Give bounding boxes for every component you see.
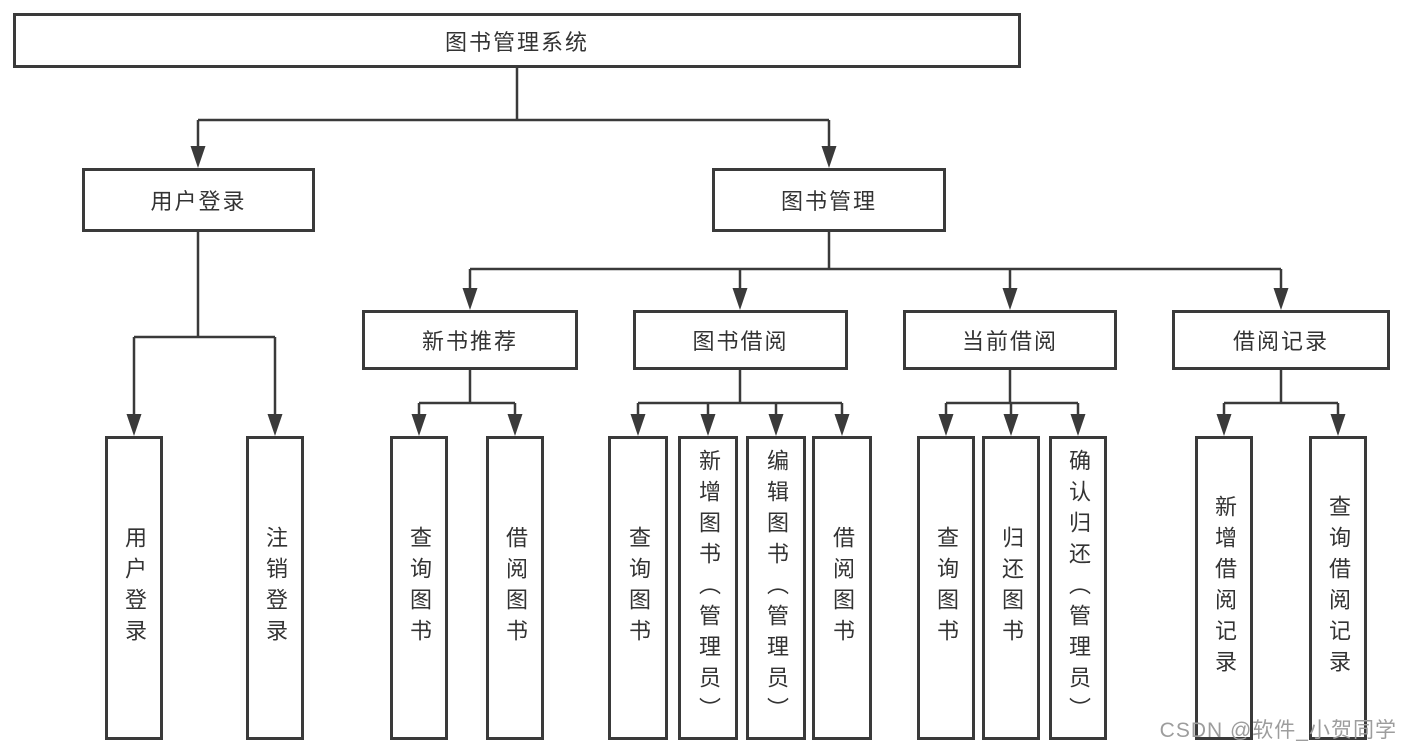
node-library-management-system: 图书管理系统 [13, 13, 1021, 68]
leaf-query-books-borrowing: 查询图书 [608, 436, 668, 740]
leaf-user-login: 用户登录 [105, 436, 163, 740]
connector-segments [132, 68, 1340, 419]
node-book-borrowing: 图书借阅 [633, 310, 848, 370]
leaf-query-books-recommend: 查询图书 [390, 436, 448, 740]
leaf-logout: 注销登录 [246, 436, 304, 740]
leaf-edit-book-admin: 编辑图书（管理员） [746, 436, 806, 740]
node-new-book-recommend: 新书推荐 [362, 310, 578, 370]
node-borrow-records: 借阅记录 [1172, 310, 1390, 370]
leaf-borrow-books-borrowing: 借阅图书 [812, 436, 872, 740]
arrowhead-icons [126, 146, 1346, 436]
leaf-borrow-books-recommend: 借阅图书 [486, 436, 544, 740]
csdn-watermark: CSDN @软件_小贺同学 [1159, 719, 1397, 742]
leaf-add-book-admin: 新增图书（管理员） [678, 436, 738, 740]
node-book-management: 图书管理 [712, 168, 946, 232]
leaf-query-books-current: 查询图书 [917, 436, 975, 740]
node-current-borrowing: 当前借阅 [903, 310, 1117, 370]
leaf-query-borrow-record: 查询借阅记录 [1309, 436, 1367, 740]
leaf-return-books: 归还图书 [982, 436, 1040, 740]
node-user-login: 用户登录 [82, 168, 315, 232]
leaf-add-borrow-record: 新增借阅记录 [1195, 436, 1253, 740]
leaf-confirm-return-admin: 确认归还（管理员） [1049, 436, 1107, 740]
